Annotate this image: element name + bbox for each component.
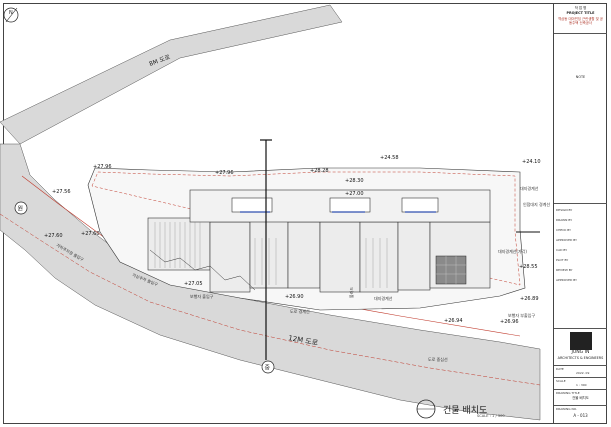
tb-row-6: REVIEW BY — [556, 268, 573, 272]
parking-ramp — [149, 249, 256, 291]
pedestrian-entry-left-label: 보행자 출입구 — [190, 293, 214, 299]
svg-text:+24.10: +24.10 — [522, 159, 541, 165]
adjacent-boundary-label: 대지경계선 — [374, 295, 393, 301]
svg-text:+27.00: +27.00 — [345, 191, 364, 197]
svg-text:+27.56: +27.56 — [52, 189, 71, 195]
scale-value: 1 : 300 — [576, 383, 587, 387]
road-8m — [0, 4, 343, 145]
project-title-label: PROJECT TITLE — [566, 11, 595, 15]
drawing-no-label: DRAWING NO. — [556, 407, 577, 411]
date-value: 2022. 09 — [576, 371, 590, 375]
svg-text:+26.90: +26.90 — [285, 294, 304, 300]
svg-text:+24.58: +24.58 — [380, 155, 399, 161]
date-label: DATE — [556, 367, 564, 371]
firm-sub: ARCHITECTS & ENGINEERS — [557, 356, 604, 360]
tb-row-0: DESIGN BY — [556, 208, 573, 212]
project-title-kor: 작 업 명 — [574, 6, 587, 10]
tb-row-5: PLOT BY — [556, 258, 569, 262]
svg-text:+26.96: +26.96 — [500, 319, 519, 325]
courtyard-grid — [435, 255, 467, 285]
tb-row-7: APPROVED BY — [556, 278, 578, 282]
drawing-title: 건물 배치도 — [443, 406, 488, 416]
title-block-drawing-title: 건물 배치도 — [572, 396, 589, 400]
north-label: N — [9, 10, 13, 16]
tb-row-1: DRAWN BY — [556, 218, 573, 222]
road-center-line — [0, 213, 541, 386]
svg-text:+27.60: +27.60 — [81, 231, 100, 237]
svg-text:+27.60: +27.60 — [44, 233, 63, 239]
section-marker-bottom-icon: 중 — [261, 360, 275, 374]
section-marker-bottom: 중 — [265, 365, 271, 372]
north-arrow-icon: N — [3, 7, 19, 23]
svg-text:+28.55: +28.55 — [519, 264, 538, 270]
pedestrian-entry-right-label: 보행자 부출입구 — [508, 312, 535, 318]
road-12m — [0, 143, 541, 421]
drawing-scale: SCALE : 1 / 300 — [477, 414, 505, 418]
title-symbol-icon — [416, 399, 436, 419]
tb-row-4: CAD BY — [556, 248, 568, 252]
level-annotations: +27.96 +27.96 +28.28 +24.58 +24.10 +27.5… — [44, 155, 541, 325]
road-center-label: 도로 중심선 — [428, 356, 448, 362]
drawing-no: A - 013 — [573, 413, 588, 418]
firm-name: JUNG IN — [571, 350, 590, 355]
tb-row-3: APPROVED BY — [556, 238, 578, 242]
drawing-title-area: 건물 배치도 SCALE : 1 / 300 — [413, 398, 548, 422]
corner-cut-label: 대지경계선(가각) — [498, 248, 527, 254]
svg-text:+27.96: +27.96 — [215, 170, 234, 176]
svg-text:+28.28: +28.28 — [310, 168, 329, 174]
firm-logo-icon — [570, 332, 592, 350]
notes-label: NOTE — [575, 75, 586, 79]
bollard-label: 볼라드 — [348, 287, 354, 298]
site-area-label: 대지경계선 — [520, 185, 539, 191]
project-name: 역삼동 대아빈딩 근린생활 및 공동주택 신축공사 — [558, 17, 603, 25]
road-boundary-label: 도로 경계선 — [290, 308, 310, 314]
svg-text:+26.89: +26.89 — [520, 296, 539, 302]
drawing-title-label: DRAWING TITLE — [556, 391, 580, 395]
site-boundary-right-label: 인접대지 경계선 — [523, 201, 550, 207]
parking-hatch — [154, 222, 388, 288]
title-block: 작 업 명 PROJECT TITLE 역삼동 대아빈딩 근린생활 및 공동주택… — [553, 3, 607, 424]
svg-text:+27.05: +27.05 — [184, 281, 203, 287]
section-marker-left-icon: 원 — [14, 201, 28, 215]
svg-text:+26.94: +26.94 — [444, 318, 463, 324]
site-boundary-line — [91, 171, 521, 286]
section-marker-left: 원 — [18, 205, 24, 213]
svg-text:+27.96: +27.96 — [93, 164, 112, 170]
scale-label: SCALE — [556, 379, 566, 383]
tb-row-2: CHECK BY — [556, 228, 571, 232]
svg-text:+28.30: +28.30 — [345, 178, 364, 184]
